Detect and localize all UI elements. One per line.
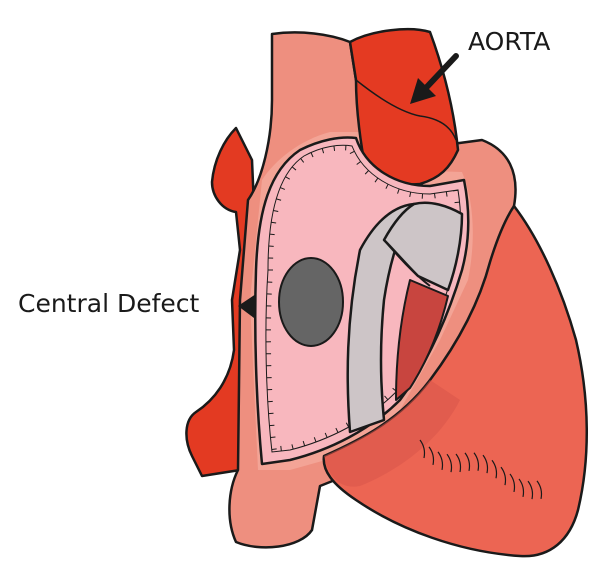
septum-tick [321,148,325,154]
ventricle-striations [419,439,543,500]
striation-line [428,446,435,465]
septum-tick [385,183,389,189]
septum-tick [271,448,277,450]
septum-tick [445,191,448,197]
valve-leaflet-left [346,202,416,434]
septum-tick [364,170,369,175]
aorta-arrow [410,53,459,104]
septum-tick [291,166,297,171]
septum-tick [285,176,290,180]
central-defect-hole [278,257,344,347]
septum-tick [345,422,350,428]
striation-line [464,452,471,472]
aorta-fold-line [355,79,457,141]
septum-tick [271,221,277,224]
valve-leaflet-right [382,201,464,292]
septum-tick [269,233,275,236]
aorta-dashed-rim [365,149,459,186]
septum-tick [280,187,286,190]
septum-tick [333,145,336,151]
ventricle-lower-band [324,380,460,487]
striation-line [419,439,426,459]
ventricular-cavity [395,279,449,401]
central-defect-arrow [238,294,256,318]
septum-tick [280,445,282,452]
septum-tick [313,437,317,443]
striation-line [455,453,462,473]
septum-tick [310,152,314,158]
septum-tick [349,150,355,155]
septum-tick [374,177,379,183]
striation-line [527,480,534,500]
septum-tick [273,209,279,213]
aorta-label: AORTA [468,27,550,56]
septum-tick [276,198,282,201]
striation-line [491,459,498,479]
septum-tick [409,191,412,198]
striation-line [473,452,480,471]
septum-tick [300,158,305,163]
septum-tick [453,189,459,192]
striation-line [518,478,525,498]
striation-line [482,454,489,474]
septum-tick [397,188,400,194]
septum-tick [384,395,389,401]
septum-tick [291,444,294,450]
striation-line [509,473,516,493]
striation-line [446,453,453,473]
central-defect-label: Central Defect [18,289,200,318]
valve-chord-line [383,239,431,287]
striation-line [536,480,543,500]
septum-tick [335,427,339,433]
striation-line [437,451,444,471]
striation-line [500,466,507,486]
septum-tick [356,161,361,165]
septum-tick [324,432,328,438]
septum-tick [302,440,306,447]
septum-tick [433,193,436,199]
